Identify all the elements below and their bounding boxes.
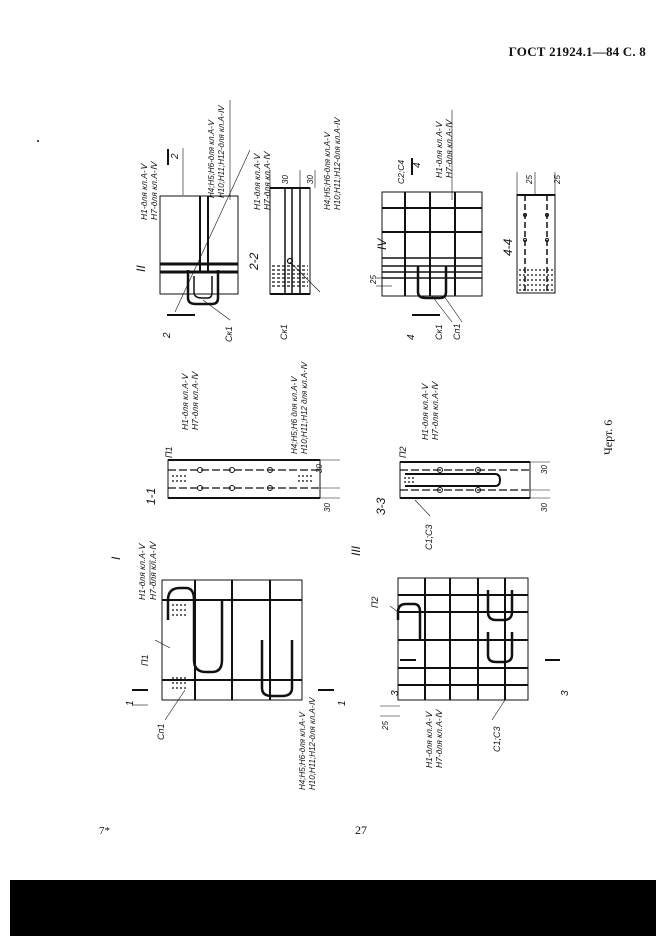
detail-III-title: III [349, 545, 363, 556]
detail-II-sk1-label: Ск1 [224, 326, 234, 342]
detail-III-cut-mark-left: 3 [390, 690, 401, 696]
detail-III-h1-label: Н1-для кл.А-Ⅴ [424, 710, 434, 768]
section-1-1-h10-label: Н10;Н11;Н12 для кл.А-Ⅳ [300, 361, 309, 454]
section-1-1-h7-label: Н7-для кл.А-Ⅳ [190, 370, 200, 430]
detail-II: II 2 2 Н1-для кл.А-Ⅴ Н7-для кл.А-Ⅳ Н4;Н5… [134, 100, 251, 342]
detail-III-dim-25: 25 [381, 721, 390, 731]
section-2-2-dim-30b: 30 [306, 175, 315, 184]
detail-IV: IV 4 4 25 С2;С4 Н1-для кл.А-Ⅴ Н7-для кл.… [369, 110, 483, 340]
detail-IV-sp1-label: Сп1 [452, 324, 462, 340]
section-2-2-h10-label: Н10;Н11;Н12-для кл.А-Ⅳ [333, 117, 342, 210]
section-1-1: 1-1 П1 Н1-для кл.А-Ⅴ Н7-для кл.А-Ⅳ Н4;Н5… [144, 361, 340, 512]
detail-I-cut-mark-right: 1 [337, 700, 348, 706]
detail-IV-h1-label: Н1-для кл.А-Ⅴ [434, 120, 444, 178]
detail-III-cut-mark-right: 3 [560, 690, 571, 696]
detail-IV-dim-25: 25 [369, 275, 378, 285]
section-2-2-dim-30a: 30 [281, 175, 290, 184]
detail-IV-c2c4-label: С2;С4 [396, 160, 406, 184]
detail-I-p1-label: П1 [140, 654, 150, 666]
section-3-3-dim-30b: 30 [540, 503, 549, 512]
detail-I-h1-label: Н1-для кл.А-Ⅴ [137, 542, 147, 600]
detail-I: I Н1-для кл.А-Ⅴ Н7-для кл.А-Ⅳ П1 Сп1 1 1… [109, 540, 348, 790]
detail-III-p2-label: П2 [370, 596, 380, 608]
scan-border-band [10, 880, 656, 936]
footnote-mark: 7* [99, 825, 110, 837]
reinforcement-drawing: II 2 2 Н1-для кл.А-Ⅴ Н7-для кл.А-Ⅳ Н4;Н5… [37, 100, 571, 790]
section-4-4-title: 4-4 [501, 238, 515, 256]
detail-II-cut-mark-top: 2 [170, 153, 181, 160]
detail-II-h1-label: Н1-для кл.А-Ⅴ [139, 162, 149, 220]
section-3-3-dim-30a: 30 [540, 465, 549, 474]
section-2-2: 2-2 Н1-для кл.А-Ⅴ Н7-для кл.А-Ⅳ 30 30 Н4… [247, 117, 342, 340]
detail-II-cut-mark: 2 [162, 332, 173, 339]
detail-III-c1c3-label: С1;С3 [492, 726, 502, 752]
detail-IV-cut-mark-top: 4 [412, 162, 423, 168]
section-3-3-p2-label: П2 [398, 446, 408, 458]
section-2-2-sk1-label: Ск1 [279, 324, 289, 340]
detail-II-title: II [134, 265, 148, 272]
gost-header: ГОСТ 21924.1—84 С. 8 [508, 44, 646, 59]
detail-III-h7-label: Н7-для кл.А-Ⅳ [434, 708, 444, 768]
detail-IV-sk1-label: Ск1 [434, 324, 444, 340]
section-3-3-title: 3-3 [374, 497, 388, 515]
detail-IV-h7-label: Н7-для кл.А-Ⅳ [444, 118, 454, 178]
detail-I-h4-label: Н4;Н5;Н6-для кл.А-Ⅴ [298, 711, 307, 790]
detail-II-h4-label: Н4;Н5;Н6-для кл.А-Ⅴ [207, 119, 216, 198]
section-4-4-dim-25a: 25 [525, 175, 534, 185]
section-2-2-h7-label: Н7-для кл.А-Ⅳ [262, 150, 272, 210]
detail-II-h10-label: Н10;Н11;Н12-для кл.А-Ⅳ [217, 105, 226, 198]
detail-I-h10-label: Н10;Н11;Н12-для кл.А-Ⅳ [308, 697, 317, 790]
detail-I-sp1-label: Сп1 [156, 724, 166, 740]
detail-I-cut-mark-left: 1 [125, 700, 136, 706]
section-2-2-title: 2-2 [247, 252, 261, 271]
section-1-1-p1-label: П1 [164, 446, 174, 458]
detail-IV-cut-mark: 4 [406, 334, 417, 340]
section-4-4: 4-4 25 25 [501, 172, 562, 294]
page-number: 27 [355, 823, 367, 837]
section-1-1-h1-label: Н1-для кл.А-Ⅴ [180, 372, 190, 430]
section-3-3-h1-label: Н1-для кл.А-Ⅴ [420, 382, 430, 440]
section-1-1-title: 1-1 [144, 488, 158, 505]
section-1-1-dim-30a: 30 [315, 464, 324, 473]
section-2-2-h1-label: Н1-для кл.А-Ⅴ [252, 152, 262, 210]
section-3-3: 3-3 П2 Н1-для кл.А-Ⅴ Н7-для кл.А-Ⅳ С1;С3… [374, 380, 550, 550]
section-3-3-h7-label: Н7-для кл.А-Ⅳ [430, 380, 440, 440]
section-3-3-c1c3-label: С1;С3 [424, 524, 434, 550]
detail-IV-title: IV [375, 238, 389, 250]
detail-I-h7-label: Н7-для кл.А-Ⅳ [148, 540, 158, 600]
figure-caption: Черт. 6 [601, 419, 615, 455]
section-2-2-h4-label: Н4;Н5;Н6-для кл.А-Ⅴ [323, 131, 332, 210]
section-1-1-h4-label: Н4;Н5;Н6 для кл.А-Ⅴ [290, 376, 299, 454]
detail-II-h7-label: Н7-для кл.А-Ⅳ [149, 160, 159, 220]
section-4-4-dim-25b: 25 [553, 175, 562, 185]
section-1-1-dim-30b: 30 [323, 503, 332, 512]
detail-III: III П2 3 3 25 Н1-для кл.А-Ⅴ Н7-для кл.А-… [349, 545, 571, 768]
detail-I-title: I [109, 556, 123, 560]
